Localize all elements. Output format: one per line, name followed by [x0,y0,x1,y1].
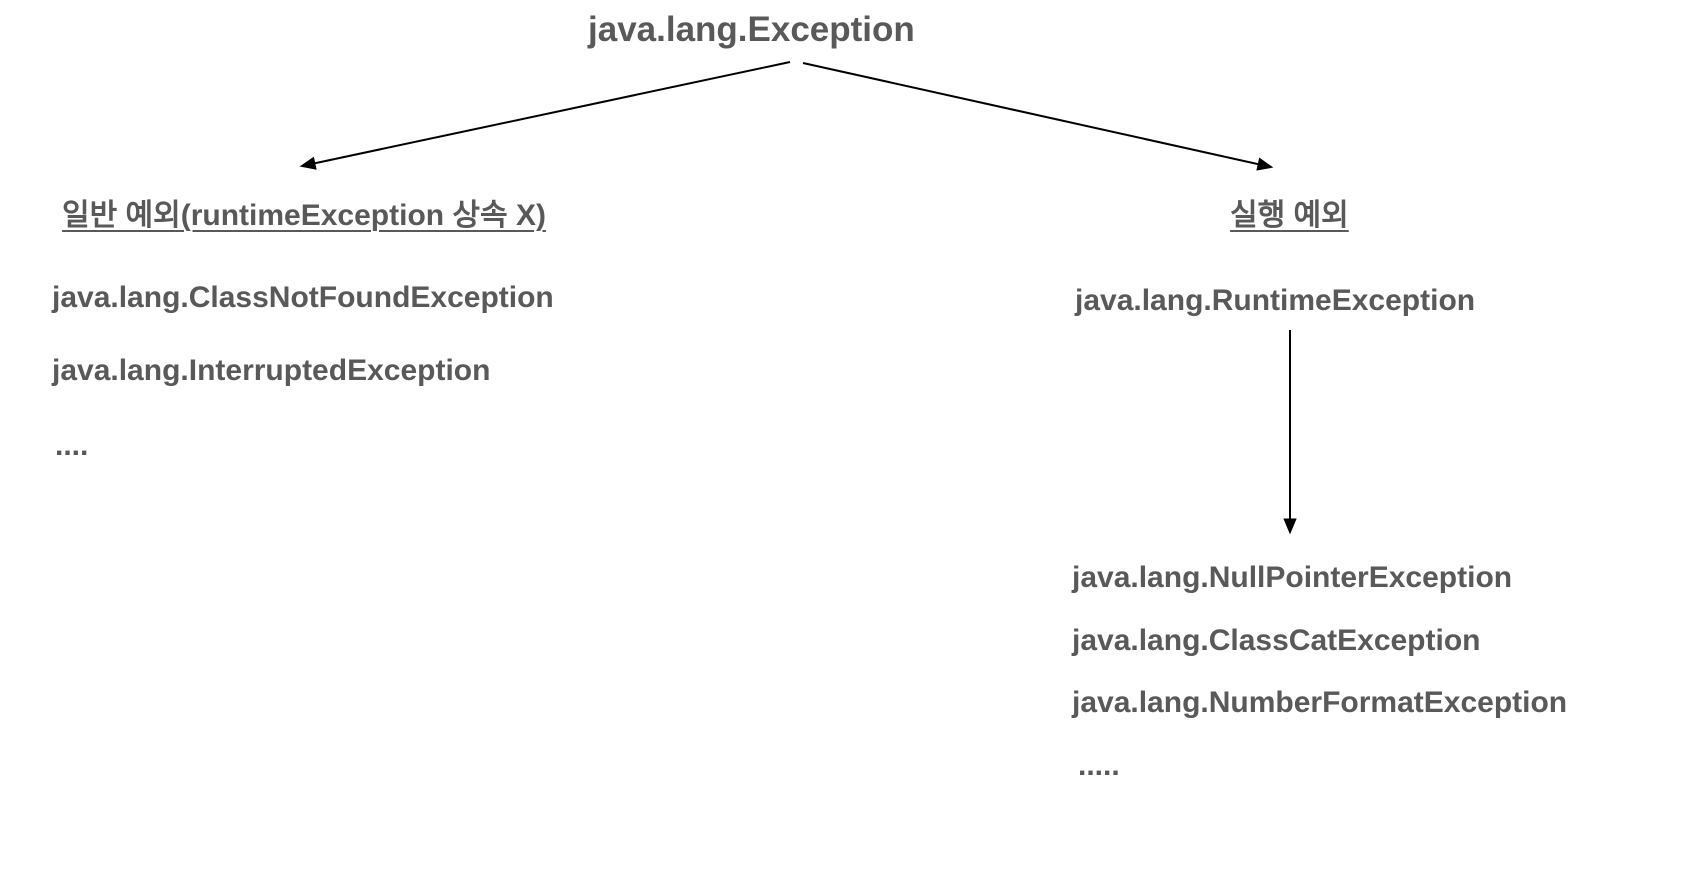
runtime-exceptions-heading: 실행 예외 [1230,199,1349,232]
runtime-exception-item: java.lang.NullPointerException [1072,561,1513,594]
runtime-exception-parent-label: java.lang.RuntimeException [1075,284,1476,317]
general-exception-ellipsis: .... [55,429,89,462]
runtime-exception-ellipsis: ..... [1078,749,1120,782]
root-exception-label: java.lang.Exception [588,10,915,49]
general-exception-item: java.lang.InterruptedException [52,354,491,387]
arrow-to-runtime-exceptions [802,62,1274,171]
runtime-exception-item: java.lang.NumberFormatException [1072,686,1568,719]
general-exception-item: java.lang.ClassNotFoundException [52,281,554,314]
arrow-to-general-exceptions [299,61,791,170]
runtime-exception-item: java.lang.ClassCatException [1072,624,1481,657]
general-exceptions-heading: 일반 예외(runtimeException 상속 X) [62,199,546,232]
